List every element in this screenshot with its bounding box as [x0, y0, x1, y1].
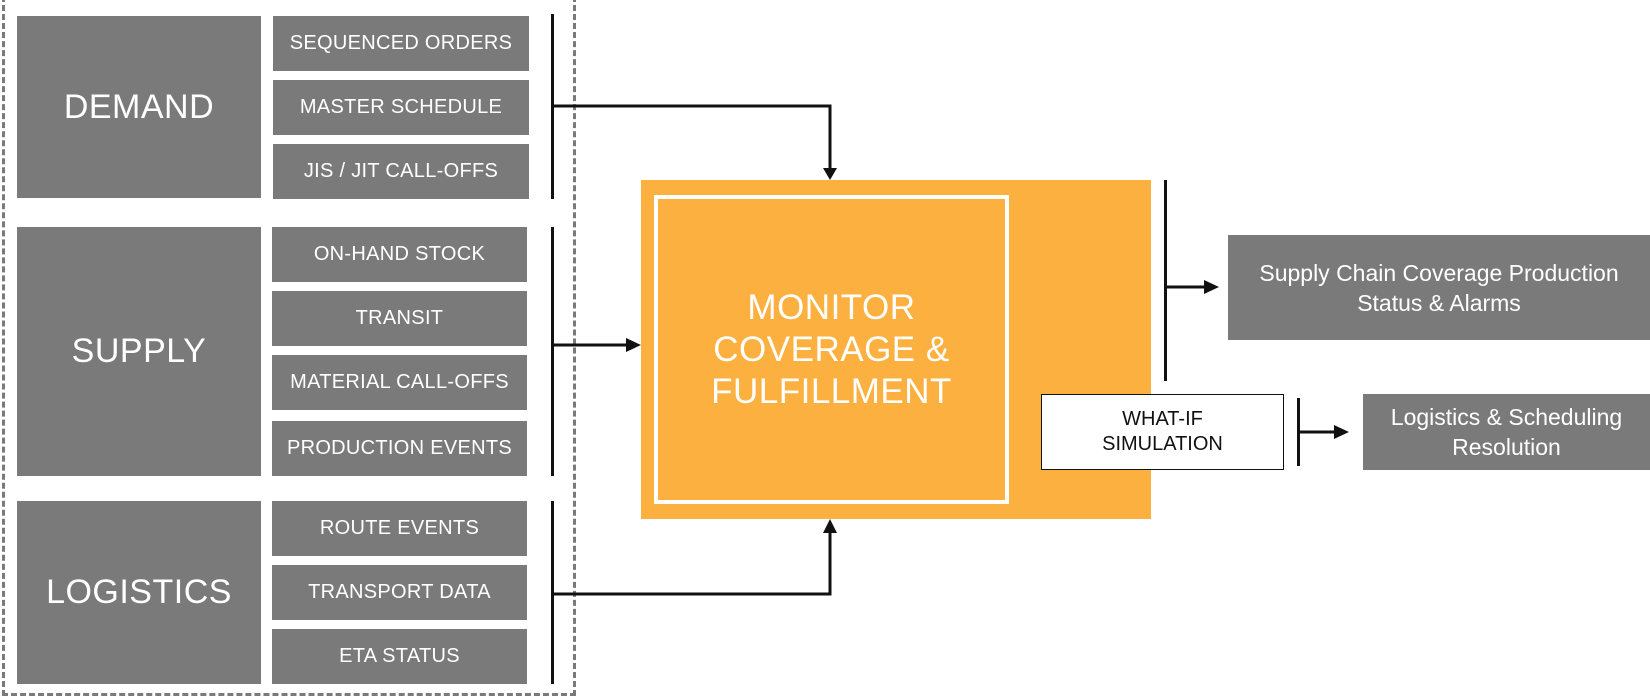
monitor-coverage-title: MONITOR COVERAGE & FULFILLMENT	[711, 287, 952, 411]
resolution-arrowhead	[1334, 425, 1349, 439]
demand-item-jis-jit-call-offs: JIS / JIT CALL-OFFS	[273, 144, 529, 199]
what-if-simulation-box: WHAT-IF SIMULATION	[1041, 394, 1284, 470]
supply-item-on-hand-stock: ON-HAND STOCK	[272, 227, 527, 282]
output-bracket	[1164, 180, 1167, 381]
supply-bracket	[551, 227, 554, 476]
logistics-connector	[552, 530, 832, 596]
demand-category-box: DEMAND	[17, 16, 261, 198]
logistics-item-eta-status: ETA STATUS	[272, 629, 527, 684]
supply-item-material-call-offs: MATERIAL CALL-OFFS	[272, 355, 527, 410]
supply-category-box: SUPPLY	[17, 227, 261, 476]
status-arrowhead	[1204, 280, 1219, 294]
demand-item-sequenced-orders: SEQUENCED ORDERS	[273, 16, 529, 71]
supply-item-production-events: PRODUCTION EVENTS	[272, 421, 527, 476]
demand-item-master-schedule: MASTER SCHEDULE	[273, 80, 529, 135]
logistics-arrowhead	[823, 519, 837, 533]
monitor-coverage-inner-frame: MONITOR COVERAGE & FULFILLMENT	[654, 195, 1009, 504]
demand-arrowhead	[823, 168, 837, 180]
logistics-category-box: LOGISTICS	[17, 501, 261, 684]
logistics-item-transport-data: TRANSPORT DATA	[272, 565, 527, 620]
output-logistics-resolution: Logistics & Scheduling Resolution	[1363, 394, 1650, 470]
supply-item-transit: TRANSIT	[272, 291, 527, 346]
supply-arrowhead	[626, 338, 641, 352]
demand-connector	[552, 104, 832, 170]
output-status-alarms: Supply Chain Coverage Production Status …	[1228, 235, 1650, 340]
logistics-item-route-events: ROUTE EVENTS	[272, 501, 527, 556]
inputs-container	[2, 0, 576, 696]
